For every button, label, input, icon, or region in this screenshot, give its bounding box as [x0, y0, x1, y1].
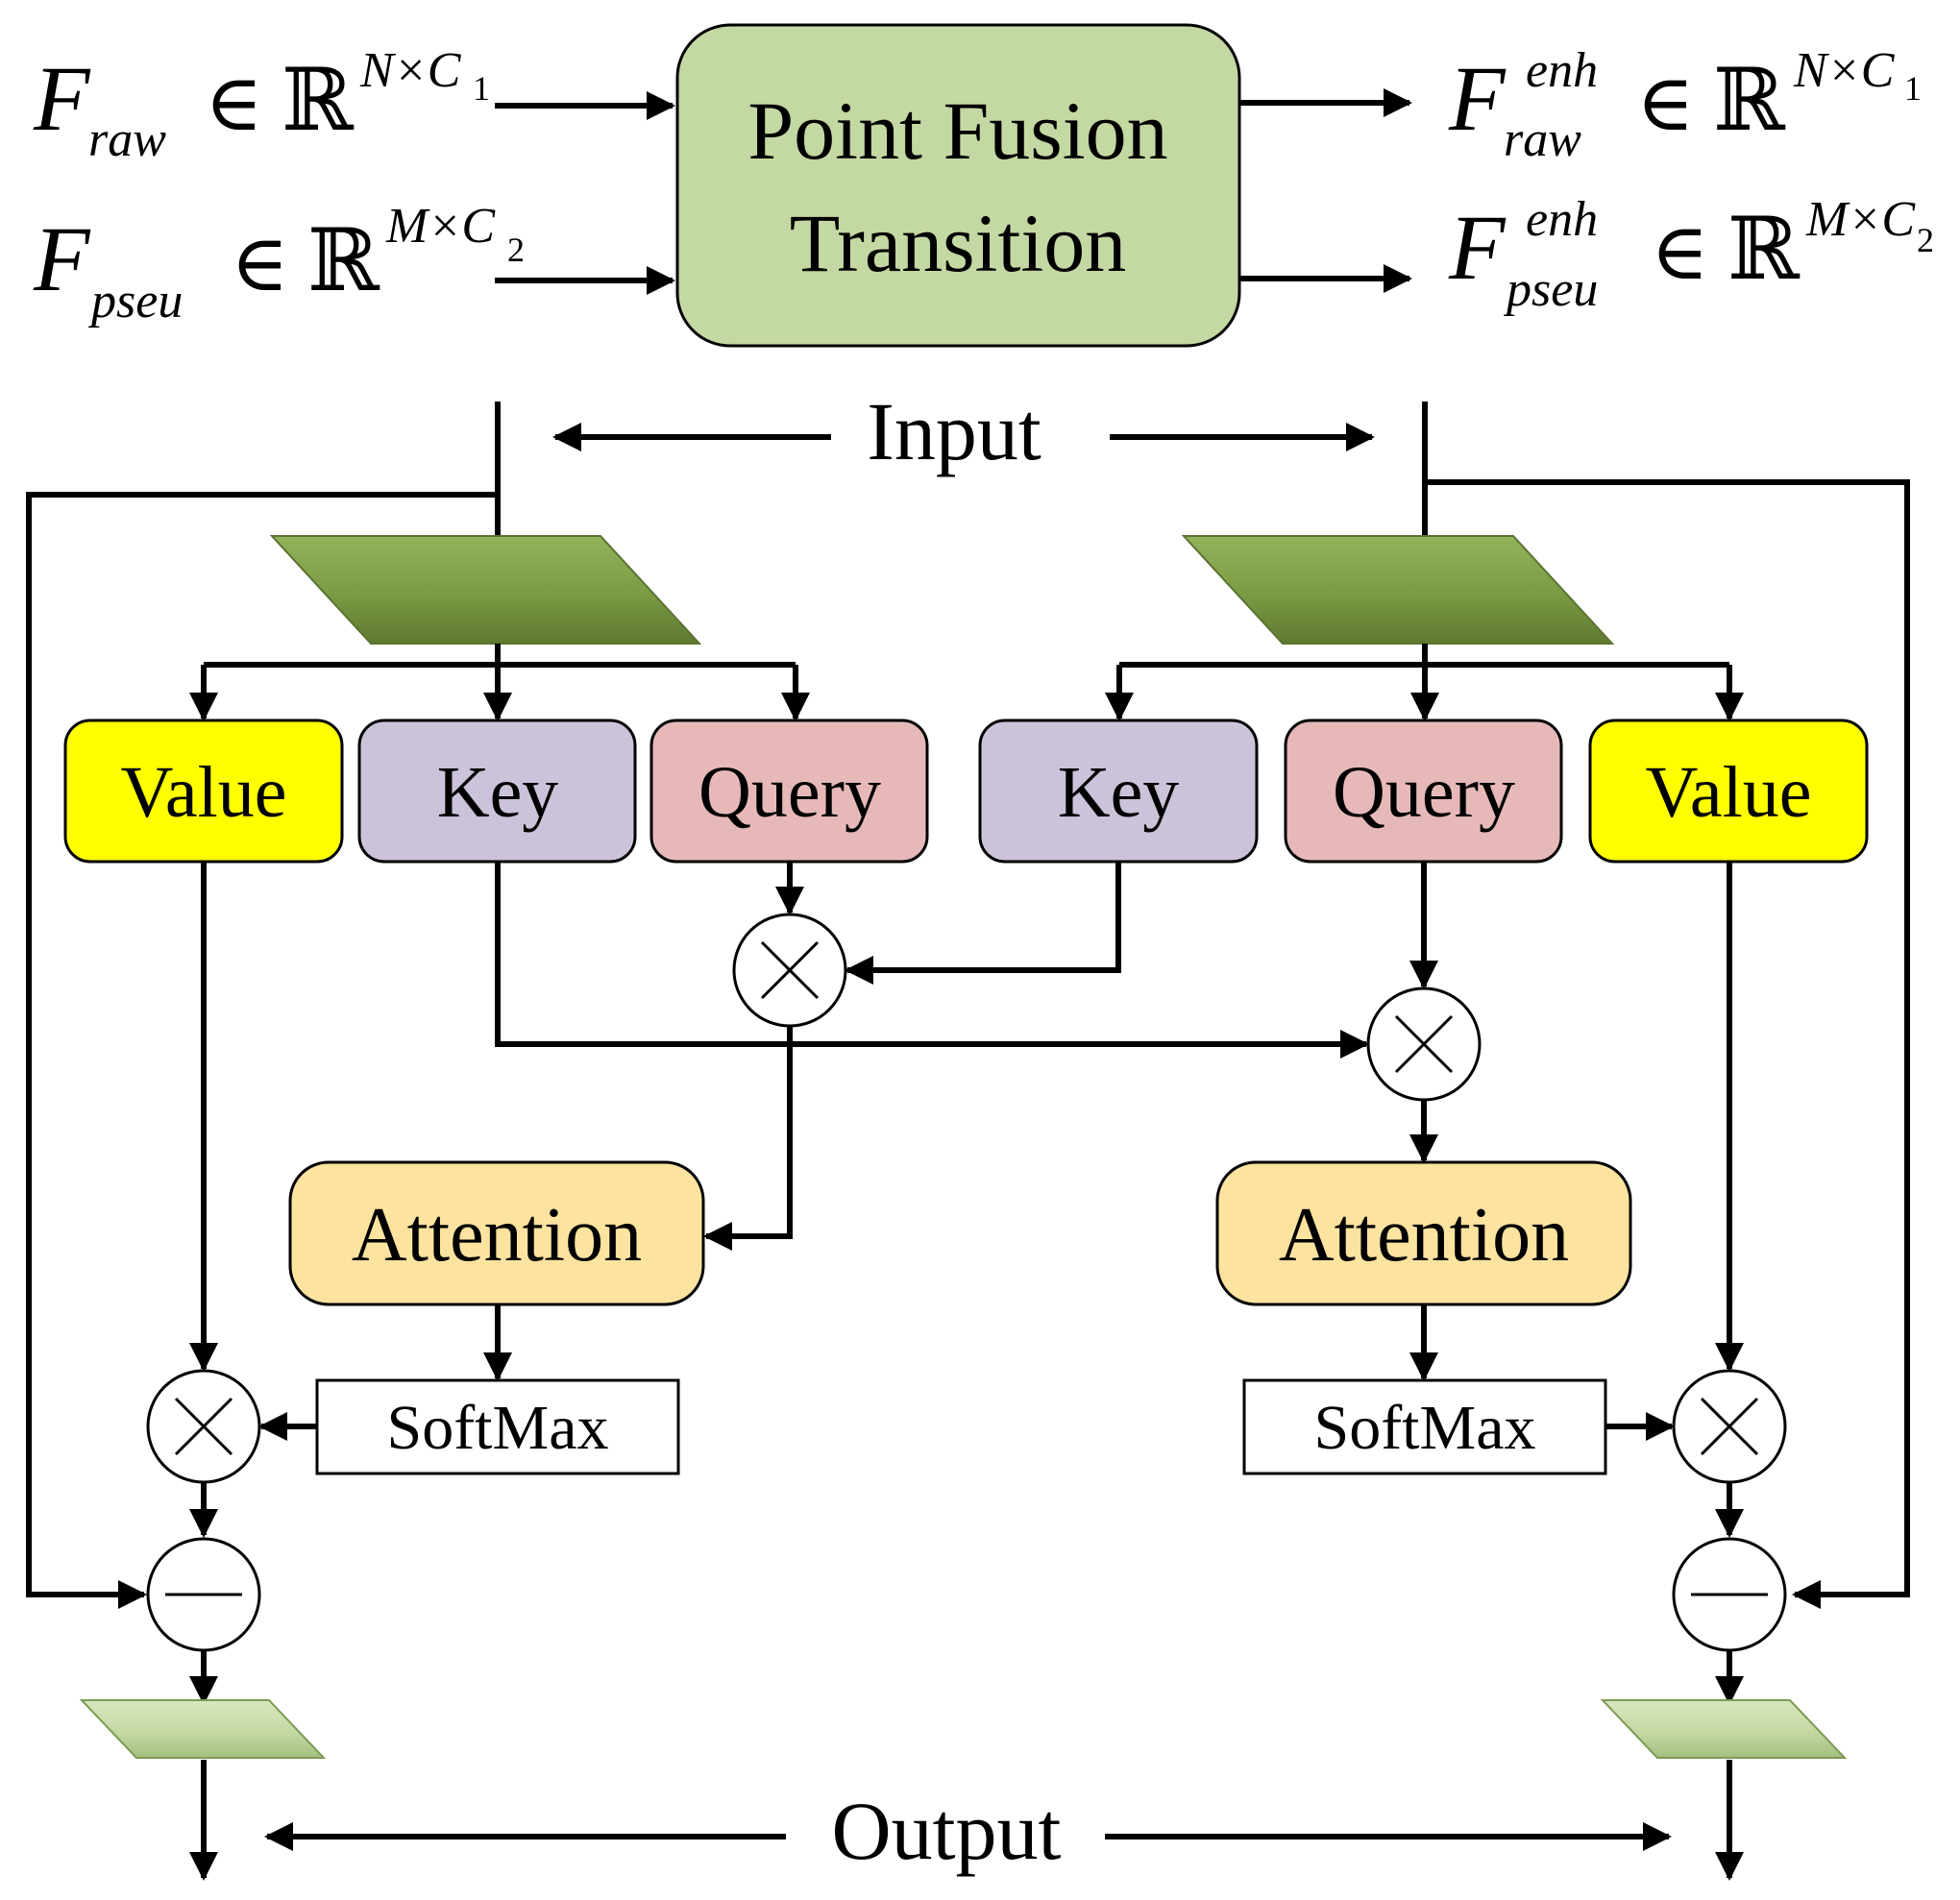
right-attention-label: Attention: [1279, 1193, 1569, 1278]
svg-text:2: 2: [1917, 221, 1934, 259]
svg-text:∈: ∈: [1651, 208, 1709, 296]
right-subtract-icon: [1672, 1537, 1787, 1652]
svg-text:N×C: N×C: [1793, 43, 1896, 98]
svg-text:ℝ: ℝ: [1727, 203, 1801, 298]
svg-text:ℝ: ℝ: [1713, 54, 1786, 149]
left-value-label: Value: [120, 752, 286, 833]
center-box-line1: Point Fusion: [747, 85, 1167, 177]
left-key-label: Key: [437, 752, 559, 833]
svg-text:pseu: pseu: [1503, 262, 1598, 317]
input-f-pseu-label: F pseu ∈ ℝ M×C 2: [33, 199, 525, 329]
svg-text:ℝ: ℝ: [282, 54, 355, 149]
right-softmax-label: SoftMax: [1314, 1393, 1536, 1463]
left-query-label: Query: [698, 752, 881, 833]
svg-text:M×C: M×C: [385, 199, 496, 254]
svg-text:1: 1: [473, 69, 490, 108]
residual-path-right: [1425, 479, 1910, 1609]
output-feature-left: [79, 1699, 327, 1759]
output-label: Output: [832, 1785, 1062, 1877]
svg-text:2: 2: [507, 231, 525, 269]
svg-text:∈: ∈: [205, 60, 263, 147]
svg-text:N×C: N×C: [359, 43, 462, 98]
right-qk-multiply-icon: [1366, 987, 1482, 1102]
input-feature-left: [269, 535, 702, 645]
svg-text:1: 1: [1904, 69, 1922, 108]
left-subtract-icon: [146, 1537, 261, 1652]
svg-text:enh: enh: [1526, 192, 1598, 247]
point-fusion-transition-box: [675, 23, 1241, 348]
svg-text:pseu: pseu: [87, 274, 183, 329]
left-attention-label: Attention: [352, 1193, 642, 1278]
right-value-label: Value: [1645, 752, 1811, 833]
svg-text:ℝ: ℝ: [307, 214, 380, 309]
input-f-raw-label: F raw ∈ ℝ N×C 1: [33, 43, 490, 167]
svg-text:F: F: [1448, 47, 1507, 150]
center-box-line2: Transition: [790, 197, 1126, 289]
svg-text:∈: ∈: [231, 220, 289, 307]
left-softmax-label: SoftMax: [387, 1393, 609, 1463]
svg-text:F: F: [1448, 196, 1507, 299]
svg-text:raw: raw: [88, 112, 166, 167]
left-key-to-right-multiply: [495, 862, 1369, 1059]
left-qk-multiply-icon: [732, 913, 847, 1028]
svg-text:enh: enh: [1526, 43, 1598, 98]
svg-text:raw: raw: [1504, 112, 1581, 167]
right-softmax-box: [1242, 1378, 1607, 1475]
right-key-to-left-multiply: [845, 862, 1121, 985]
right-value-multiply-icon: [1672, 1369, 1787, 1484]
input-feature-right: [1181, 535, 1615, 645]
right-query-label: Query: [1333, 752, 1515, 833]
output-f-pseu-enh-label: F enh pseu ∈ ℝ M×C 2: [1448, 192, 1934, 317]
svg-text:F: F: [33, 47, 91, 150]
residual-path-left: [26, 492, 498, 1609]
svg-text:M×C: M×C: [1805, 192, 1916, 247]
right-key-label: Key: [1058, 752, 1180, 833]
left-value-multiply-icon: [146, 1369, 261, 1484]
svg-text:F: F: [33, 207, 91, 310]
left-multiply-to-attention: [703, 1026, 793, 1251]
input-label: Input: [867, 385, 1041, 477]
output-f-raw-enh-label: F enh raw ∈ ℝ N×C 1: [1448, 43, 1922, 167]
svg-text:∈: ∈: [1636, 60, 1695, 147]
left-softmax-box: [315, 1378, 680, 1475]
output-feature-right: [1600, 1699, 1848, 1759]
